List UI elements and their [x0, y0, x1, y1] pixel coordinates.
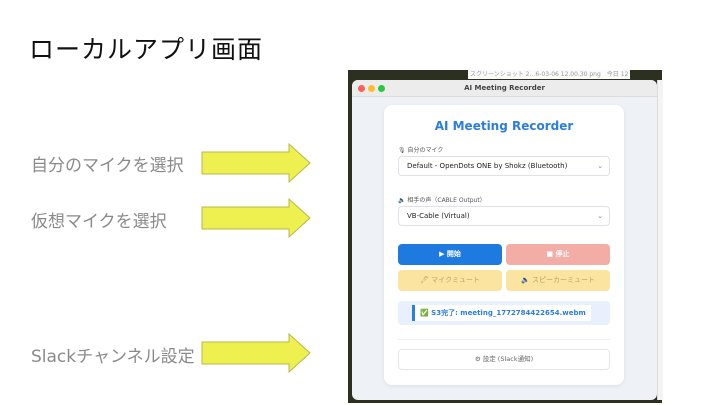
close-button[interactable]	[358, 85, 365, 92]
status-message: ✅ S3完了: meeting_1772784422654.webm	[412, 305, 591, 321]
divider	[398, 339, 610, 340]
stop-button[interactable]: ■ 停止	[506, 244, 610, 265]
chevron-down-icon: ⌄	[597, 162, 603, 170]
remote-label: 🔈 相手の声（CABLE Output）	[398, 197, 486, 204]
mic-select[interactable]: Default - OpenDots ONE by Shokz (Bluetoo…	[398, 156, 610, 176]
speaker-mute-button[interactable]: 🔈 スピーカーミュート	[506, 270, 610, 291]
label-slack: Slackチャンネル設定	[31, 347, 195, 367]
finder-side	[657, 80, 663, 400]
recorder-card: AI Meeting Recorder 🎙 自分のマイク Default - O…	[384, 105, 624, 385]
status-box: ✅ S3完了: meeting_1772784422654.webm	[398, 301, 610, 325]
label-virtual-mic: 仮想マイクを選択	[31, 212, 167, 232]
mic-label: 🎙 自分のマイク	[398, 147, 444, 154]
chevron-down-icon: ⌄	[597, 212, 603, 220]
remote-select[interactable]: VB-Cable (Virtual) ⌄	[398, 206, 610, 226]
mic-select-value: Default - OpenDots ONE by Shokz (Bluetoo…	[407, 162, 568, 170]
zoom-button[interactable]	[378, 85, 385, 92]
arrow-icon	[201, 198, 311, 238]
settings-button[interactable]: ⚙ 設定 (Slack通知)	[398, 349, 610, 370]
window-title: AI Meeting Recorder	[464, 84, 545, 92]
start-button[interactable]: ▶ 開始	[398, 244, 502, 265]
slide-title: ローカルアプリ画面	[29, 35, 264, 64]
mic-mute-button[interactable]: 🖊 マイクミュート	[398, 270, 502, 291]
remote-select-value: VB-Cable (Virtual)	[407, 212, 470, 220]
finder-row: スクリーンショット 2…6-03-06 12.00.30 png 今日 12	[468, 70, 631, 79]
arrow-icon	[201, 143, 311, 183]
minimize-button[interactable]	[368, 85, 375, 92]
arrow-icon	[201, 333, 311, 373]
title-bar: AI Meeting Recorder	[352, 80, 657, 97]
app-heading: AI Meeting Recorder	[434, 119, 574, 133]
label-own-mic: 自分のマイクを選択	[31, 156, 184, 176]
